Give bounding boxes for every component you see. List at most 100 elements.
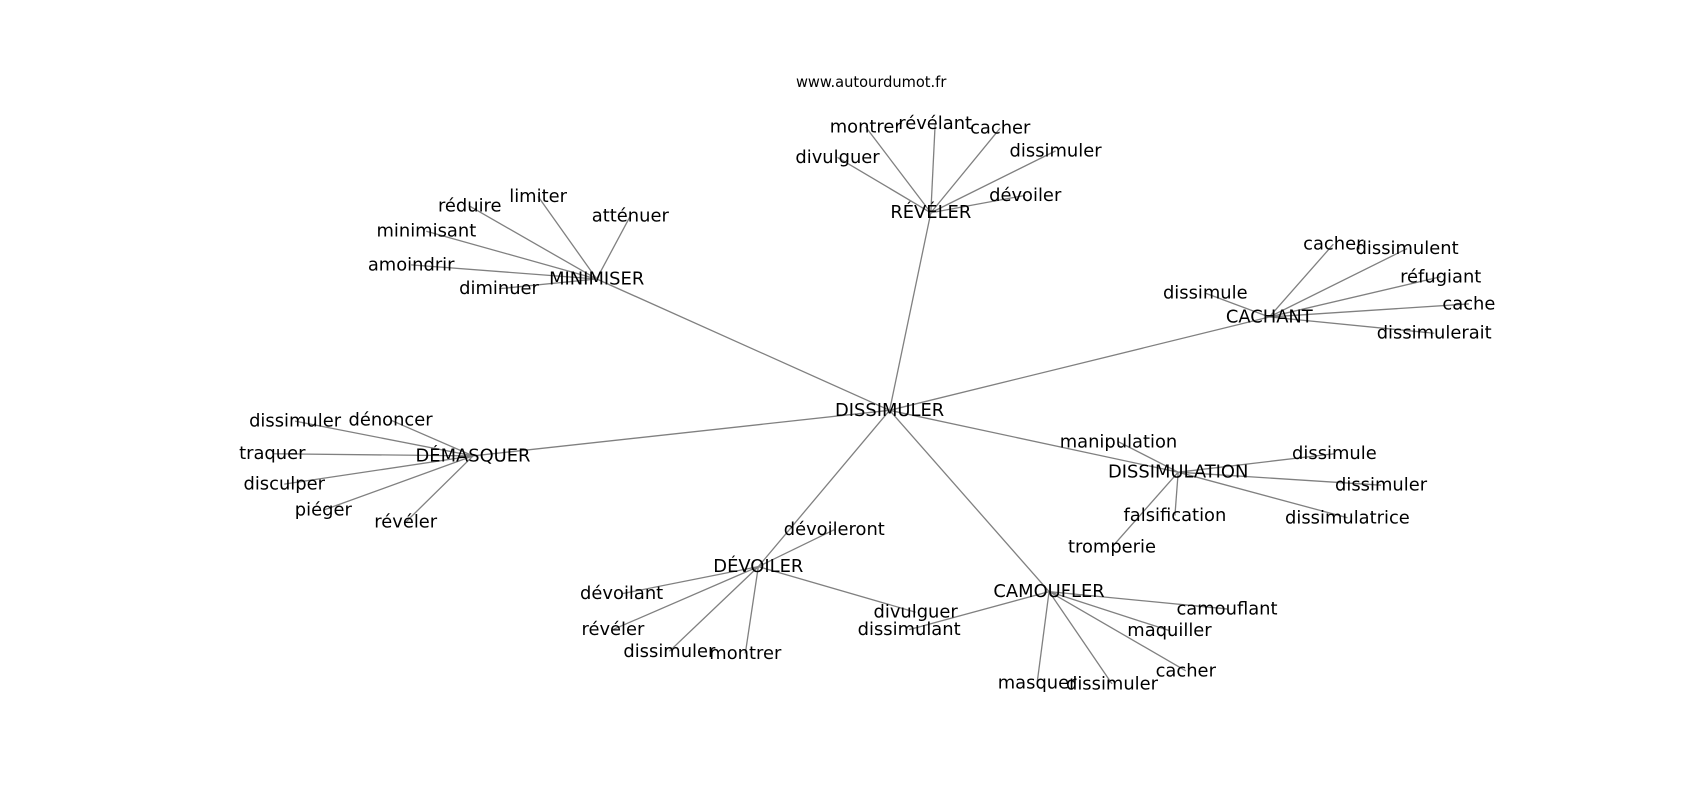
- node-label-dev-reveler[interactable]: révéler: [582, 619, 646, 640]
- node-label-minimiser[interactable]: MINIMISER: [549, 268, 644, 289]
- node-label-dem-denoncer[interactable]: dénoncer: [348, 410, 433, 431]
- node-label-cac-dissimulerait[interactable]: dissimulerait: [1377, 323, 1492, 344]
- node-label-rev-revelant[interactable]: révélant: [898, 113, 972, 134]
- node-label-dev-devoileront[interactable]: dévoileront: [784, 519, 885, 540]
- node-label-min-minimisant[interactable]: minimisant: [376, 221, 476, 242]
- node-label-dem-disculper[interactable]: disculper: [243, 474, 325, 495]
- node-label-dev-devoilant[interactable]: dévoilant: [580, 583, 663, 604]
- edge-camoufler-cam_cacher: [1048, 591, 1187, 672]
- edge-dissimuler-demasquer: [472, 409, 890, 457]
- edge-cachant-cac_cacher: [1268, 243, 1334, 318]
- edge-dissimulation-dsn_manipulation: [1118, 441, 1179, 473]
- node-label-rev-divulguer[interactable]: divulguer: [795, 147, 880, 168]
- edge-devoiler-dev_dissimuler: [668, 566, 759, 652]
- node-label-dsn-falsification[interactable]: falsification: [1123, 505, 1226, 526]
- edge-demasquer-dem_disculper: [284, 455, 474, 485]
- edge-camoufler-cam_masquer: [1036, 591, 1050, 683]
- edge-demasquer-dem_denoncer: [390, 419, 474, 457]
- node-label-rev-cacher[interactable]: cacher: [970, 118, 1031, 139]
- edge-minimiser-min_limiter: [537, 196, 598, 280]
- edge-devoiler-dev_reveler: [612, 566, 759, 631]
- edge-dissimulation-dsn_tromperie: [1111, 471, 1179, 548]
- edge-devoiler-dev_divulguer: [758, 565, 916, 613]
- edge-dissimuler-dissimulation: [889, 409, 1179, 473]
- edge-minimiser-min_diminuer: [498, 278, 597, 290]
- site-label: www.autourdumot.fr: [796, 74, 947, 91]
- edge-camoufler-cam_dissimuler: [1048, 591, 1113, 685]
- node-label-rev-dissimuler[interactable]: dissimuler: [1010, 140, 1103, 161]
- edge-minimiser-min_reduire: [469, 205, 598, 280]
- node-label-dem-pieger[interactable]: piéger: [295, 500, 353, 521]
- node-label-cam-camouflant[interactable]: camouflant: [1176, 598, 1277, 619]
- edge-dissimulation-dsn_falsification: [1174, 472, 1179, 516]
- node-label-cac-cache[interactable]: cache: [1442, 293, 1495, 314]
- node-label-min-reduire[interactable]: réduire: [438, 196, 502, 217]
- node-label-cac-cacher[interactable]: cacher: [1303, 234, 1364, 255]
- edge-reveler-rev_montrer: [865, 126, 932, 214]
- node-label-camoufler[interactable]: CAMOUFLER: [993, 581, 1104, 602]
- edge-dissimuler-minimiser: [596, 278, 890, 411]
- node-label-cam-cacher[interactable]: cacher: [1156, 660, 1217, 681]
- node-label-cachant[interactable]: CACHANT: [1226, 306, 1313, 327]
- node-label-cam-dissimuler[interactable]: dissimuler: [1066, 673, 1159, 694]
- node-label-devoiler[interactable]: DÉVOILER: [713, 555, 803, 577]
- node-label-reveler[interactable]: RÉVÉLER: [890, 201, 971, 223]
- node-label-min-amoindrir[interactable]: amoindrir: [368, 254, 455, 275]
- node-label-cac-dissimulent[interactable]: dissimulent: [1356, 238, 1459, 259]
- node-label-dev-dissimuler[interactable]: dissimuler: [623, 641, 716, 662]
- node-label-cam-masquer[interactable]: masquer: [998, 672, 1077, 693]
- edge-dissimuler-cachant: [889, 316, 1270, 411]
- edge-dissimulation-dsn_dissimulatrice: [1178, 471, 1348, 519]
- edge-reveler-rev_revelant: [930, 123, 936, 213]
- edge-devoiler-dev_devoileront: [758, 529, 835, 568]
- edge-dissimulation-dsn_dissimuler: [1178, 471, 1382, 486]
- edge-cachant-cac_dissimulent: [1269, 247, 1408, 318]
- edge-demasquer-dem_pieger: [323, 455, 474, 511]
- edge-minimiser-min_amoindrir: [411, 264, 597, 280]
- edge-demasquer-dem_traquer: [272, 453, 474, 457]
- edge-dissimuler-devoiler: [757, 409, 891, 568]
- edge-dissimuler-reveler: [888, 212, 932, 411]
- node-label-cac-dissimule[interactable]: dissimule: [1163, 283, 1248, 304]
- node-label-dsn-dissimule[interactable]: dissimule: [1292, 443, 1377, 464]
- edge-dissimuler-camoufler: [889, 409, 1050, 593]
- node-label-dev-divulguer[interactable]: divulguer: [873, 602, 958, 623]
- edge-cachant-cac_cache: [1269, 303, 1469, 318]
- edge-demasquer-dem_dissimuler: [294, 420, 474, 457]
- node-label-demasquer[interactable]: DÉMASQUER: [416, 444, 531, 466]
- edge-cachant-cac_dissimulerait: [1269, 316, 1435, 334]
- edge-reveler-rev_cacher: [930, 127, 1001, 214]
- node-label-min-attenuer[interactable]: atténuer: [592, 206, 670, 227]
- node-label-dsn-tromperie[interactable]: tromperie: [1068, 537, 1156, 558]
- node-label-cam-maquiller[interactable]: maquiller: [1127, 620, 1212, 641]
- edge-cachant-cac_refugiant: [1269, 276, 1441, 318]
- node-label-dsn-manipulation[interactable]: manipulation: [1060, 431, 1178, 452]
- edge-minimiser-min_minimisant: [426, 230, 597, 280]
- node-label-dem-dissimuler[interactable]: dissimuler: [249, 411, 342, 432]
- edge-camoufler-cam_camouflant: [1049, 590, 1228, 610]
- edge-devoiler-dev_montrer: [744, 566, 759, 654]
- node-label-rev-montrer[interactable]: montrer: [830, 116, 903, 137]
- node-label-dem-reveler[interactable]: révéler: [374, 512, 438, 533]
- node-label-dissimulation[interactable]: DISSIMULATION: [1108, 462, 1248, 483]
- edge-camoufler-cam_dissimulant: [908, 590, 1050, 631]
- edge-reveler-rev_devoiler: [930, 194, 1026, 214]
- edge-camoufler-cam_maquiller: [1048, 590, 1170, 632]
- edge-demasquer-dem_reveler: [405, 455, 474, 523]
- edge-reveler-rev_dissimuler: [930, 150, 1056, 214]
- node-label-dev-montrer[interactable]: montrer: [709, 643, 782, 664]
- node-label-dsn-dissimulatrice[interactable]: dissimulatrice: [1285, 507, 1410, 528]
- node-label-rev-devoiler[interactable]: dévoiler: [989, 185, 1062, 206]
- edge-devoiler-dev_devoilant: [621, 565, 759, 595]
- edge-minimiser-min_attenuer: [596, 215, 631, 280]
- edges-layer: [272, 123, 1469, 685]
- node-label-dem-traquer[interactable]: traquer: [239, 443, 306, 464]
- node-label-dissimuler[interactable]: DISSIMULER: [835, 400, 944, 421]
- node-label-min-diminuer[interactable]: diminuer: [459, 278, 539, 299]
- edge-cachant-cac_dissimule: [1205, 292, 1270, 318]
- node-label-cac-refugiant[interactable]: réfugiant: [1400, 266, 1481, 287]
- node-label-dsn-dissimuler[interactable]: dissimuler: [1335, 475, 1428, 496]
- node-label-cam-dissimulant[interactable]: dissimulant: [858, 619, 961, 640]
- node-label-min-limiter[interactable]: limiter: [509, 186, 567, 207]
